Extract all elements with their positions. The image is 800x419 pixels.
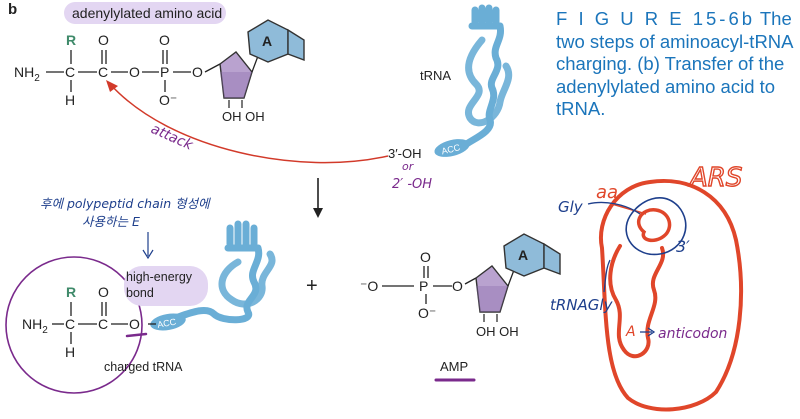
alpha-hydrogen: H bbox=[65, 92, 75, 108]
hand-drawn-ars: ARS aa 3′ Gly tRNAGly A anticodon bbox=[550, 162, 744, 412]
carbonyl-carbon-bottom: C bbox=[98, 316, 108, 332]
amp-phosphoryl-o: O bbox=[420, 249, 431, 265]
figure-number: F I G U R E 15-6b bbox=[556, 8, 756, 29]
r-group: R bbox=[66, 32, 76, 48]
three-prime-oh: 3′-OH bbox=[388, 146, 422, 161]
nh2-bottom: NH2 bbox=[22, 316, 48, 336]
ribose-sugar bbox=[219, 51, 253, 99]
two-prime-oh-note: 2′ -OH bbox=[392, 177, 432, 192]
ester-oxygen-bottom: O bbox=[129, 316, 140, 332]
amp-minus-o: ⁻O bbox=[360, 278, 378, 294]
amp-ester-o: O bbox=[452, 278, 463, 294]
acc-end bbox=[434, 139, 470, 157]
highlight-label: adenylylated amino acid bbox=[72, 5, 222, 21]
ars-label: ARS bbox=[688, 163, 742, 193]
charged-trna-group: 후에 polypeptid chain 형성에 사용하는 E R NH2 C H… bbox=[5, 196, 276, 394]
korean-note-line1: 후에 polypeptid chain 형성에 bbox=[40, 196, 211, 211]
alpha-hydrogen-bottom: H bbox=[65, 344, 75, 360]
amp-ribose bbox=[475, 265, 509, 313]
trna-label: tRNA bbox=[420, 68, 451, 83]
highlight-pill bbox=[64, 2, 226, 24]
plus-sign: + bbox=[306, 275, 318, 297]
amp-label: AMP bbox=[440, 359, 468, 374]
amp-phosphorus: P bbox=[419, 278, 428, 294]
r-group-bottom: R bbox=[66, 284, 76, 300]
korean-note-line2: 사용하는 E bbox=[82, 214, 140, 229]
high-energy-line1: high-energy bbox=[126, 270, 193, 284]
nh2-label: NH2 bbox=[14, 64, 40, 84]
amp-o-minus: O⁻ bbox=[418, 305, 436, 321]
panel-label: b bbox=[8, 1, 17, 18]
phosphoryl-oxygen: O bbox=[159, 32, 170, 48]
active-site-circle bbox=[625, 197, 687, 256]
caption-text: The two steps of aminoacyl-tRNA charging… bbox=[556, 8, 793, 119]
three-prime-mark: 3′ bbox=[676, 237, 690, 256]
amp-hydroxyls: OH OH bbox=[476, 324, 519, 339]
gly-label: Gly bbox=[558, 198, 584, 216]
figure-caption: F I G U R E 15-6b The two steps of amino… bbox=[556, 8, 796, 121]
ars-enzyme-outline bbox=[599, 179, 744, 412]
charged-trna-label: charged tRNA bbox=[104, 360, 183, 374]
high-energy-line2: bond bbox=[126, 286, 154, 300]
phosphate-o-minus: O⁻ bbox=[159, 92, 177, 108]
attack-note: attack bbox=[148, 121, 195, 154]
alpha-carbon: C bbox=[65, 64, 75, 80]
charged-trna-ribbon bbox=[158, 220, 263, 326]
amino-acid-circle bbox=[5, 256, 143, 394]
trna-gly-label: tRNAGly bbox=[550, 296, 614, 314]
phosphorus: P bbox=[160, 64, 169, 80]
acc-label-bottom: ACC bbox=[156, 317, 177, 330]
acc-label-top: ACC bbox=[440, 142, 461, 156]
high-energy-bond-highlight bbox=[124, 266, 208, 306]
alpha-carbon-bottom: C bbox=[65, 316, 75, 332]
adenylylated-amino-acid: adenylylated amino acid R NH2 C H O C O … bbox=[14, 2, 305, 124]
trna-ribbon bbox=[442, 4, 505, 156]
attack-arrow bbox=[109, 83, 389, 164]
ester-oxygen: O bbox=[129, 64, 140, 80]
trna-sketch bbox=[608, 244, 666, 359]
anticodon-a-mark: A bbox=[625, 324, 636, 340]
amp-molecule: O ⁻O P O⁻ O A OH OH AMP bbox=[360, 233, 561, 382]
trna-top: tRNA ACC 3′-OH bbox=[388, 4, 513, 161]
carbonyl-oxygen-bottom: O bbox=[98, 284, 109, 300]
or-note: or bbox=[402, 160, 415, 173]
amp-adenine-label: A bbox=[518, 247, 528, 263]
phosphate-oxygen: O bbox=[192, 64, 203, 80]
anticodon-label: anticodon bbox=[658, 326, 727, 342]
ribose-hydroxyls: OH OH bbox=[222, 109, 265, 124]
carbonyl-carbon: C bbox=[98, 64, 108, 80]
aa-label: aa bbox=[596, 182, 618, 203]
adenine-label: A bbox=[262, 33, 272, 49]
carbonyl-oxygen: O bbox=[98, 32, 109, 48]
